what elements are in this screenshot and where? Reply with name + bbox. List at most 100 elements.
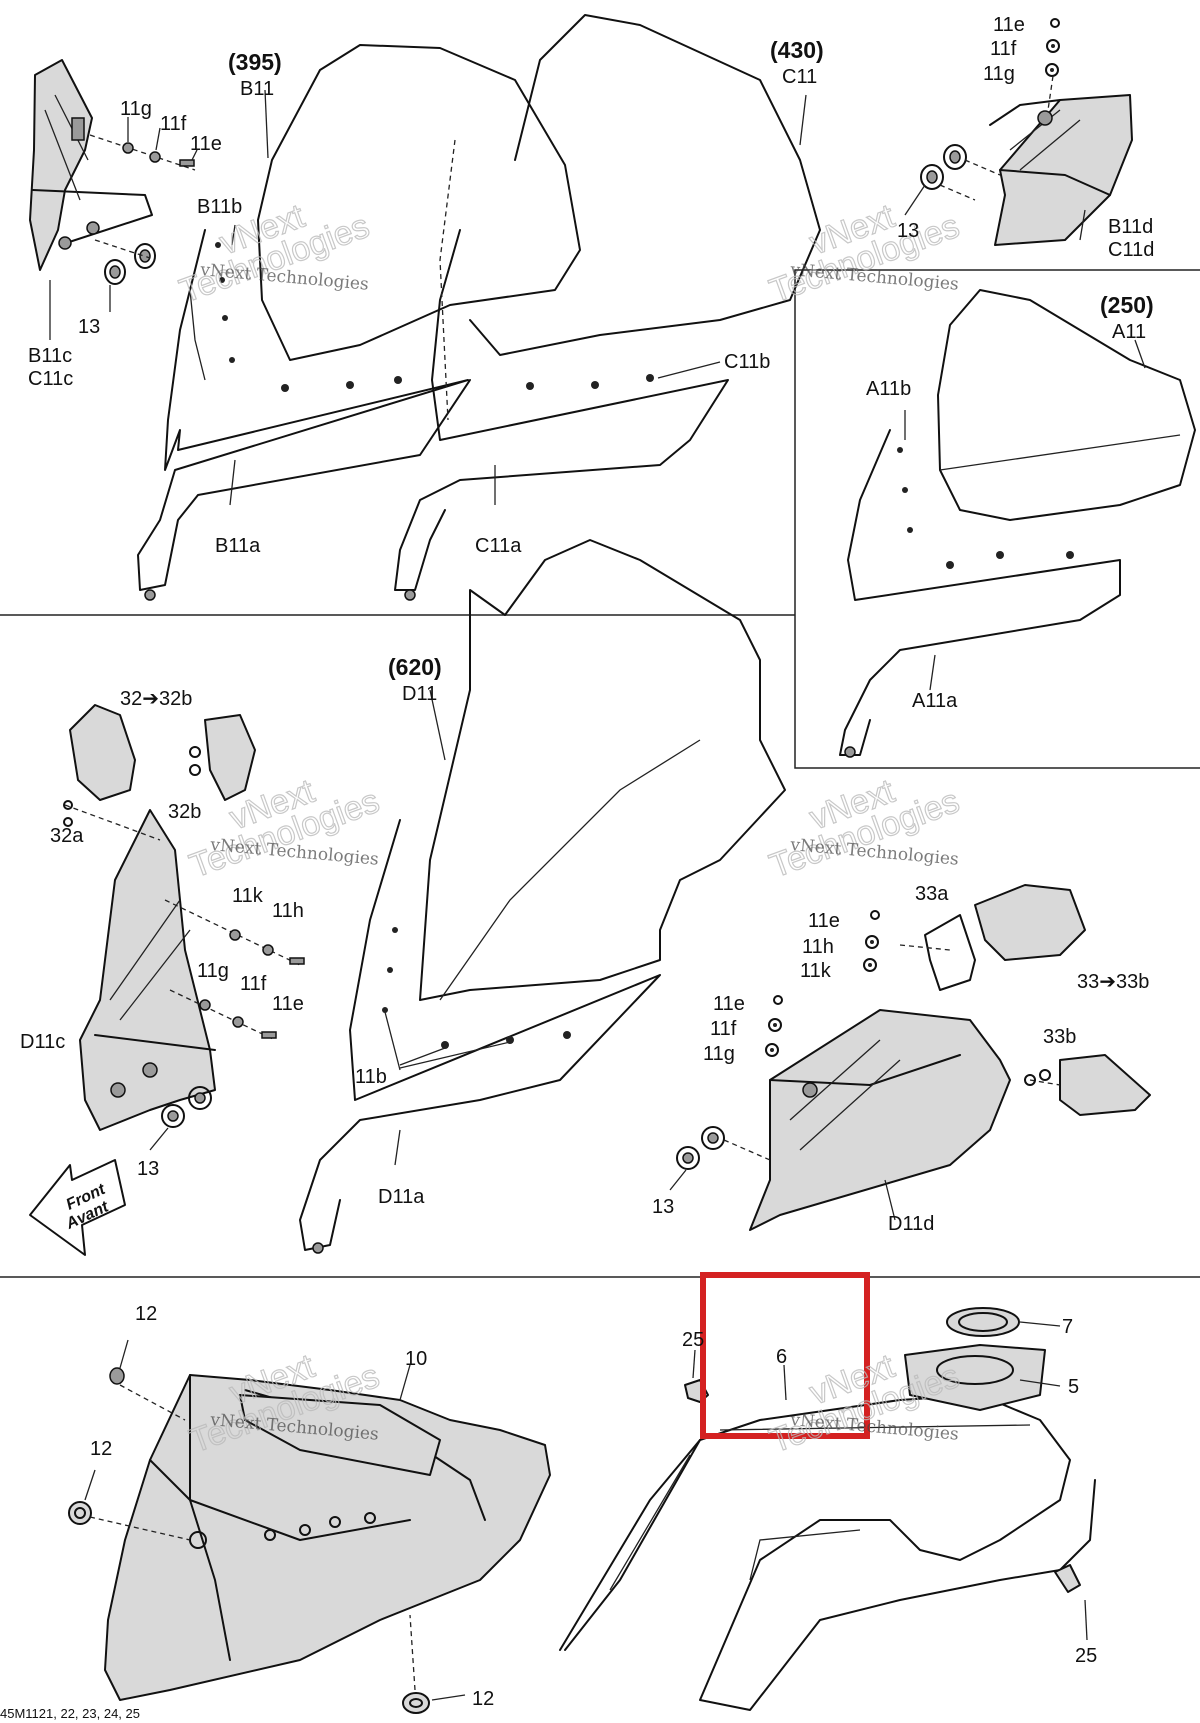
- fastener-holes-a11: [844, 447, 1074, 758]
- mirror-mount-33b: [1059, 1054, 1151, 1116]
- label-d11c: D11c: [20, 1031, 65, 1053]
- bracket-b11c: [29, 59, 153, 271]
- model-part-b11: B11: [240, 78, 274, 100]
- label-tr-b11d: B11d: [1108, 216, 1153, 238]
- label-ml-11h: 11h: [272, 900, 304, 922]
- screws-11-middle-left: [63, 746, 305, 1041]
- label-tl-b11b: B11b: [197, 196, 242, 218]
- mirror-32: [69, 704, 136, 801]
- label-mr-11k: 11k: [800, 960, 832, 982]
- label-a11a: A11a: [912, 690, 958, 712]
- label-11b: 11b: [355, 1066, 387, 1088]
- trim-ring-5: [904, 1344, 1046, 1411]
- label-tr-13: 13: [897, 220, 919, 242]
- windshield-d11: [299, 539, 786, 1251]
- label-7: 7: [1062, 1316, 1073, 1338]
- bracket-d11c: [79, 809, 216, 1131]
- label-tr-11g: 11g: [983, 63, 1015, 85]
- label-a11b: A11b: [866, 378, 911, 400]
- label-d11a: D11a: [378, 1186, 425, 1208]
- label-33a: 33a: [915, 883, 949, 905]
- leader-a11: [1134, 339, 1146, 369]
- label-25-bottom: 25: [1075, 1645, 1097, 1667]
- label-25-top: 25: [682, 1329, 704, 1351]
- label-mr-11f: 11f: [710, 1018, 737, 1040]
- front-console-10: [104, 1374, 551, 1701]
- fastener-holes-top: [144, 242, 721, 601]
- cowl-6: [559, 1394, 1096, 1711]
- leader-d11a: [394, 1129, 401, 1166]
- label-b11a: B11a: [215, 535, 261, 557]
- grommets-13-middle-right: [669, 1126, 771, 1191]
- label-mr-11e-2: 11e: [713, 993, 745, 1015]
- grommets-12: [68, 1339, 466, 1714]
- label-tl-11g: 11g: [120, 98, 152, 120]
- side-panel-d11d: [749, 1009, 1011, 1231]
- callout-labels: 11g 11f 11e B11b 13 B11c C11c B11a C11a …: [20, 14, 1154, 1710]
- label-32b: 32b: [168, 801, 201, 823]
- leader-b11d: [1079, 209, 1086, 241]
- label-32a: 32a: [50, 825, 84, 847]
- leader-10: [399, 1364, 411, 1401]
- leader-b11b: [231, 224, 236, 246]
- label-5: 5: [1068, 1376, 1079, 1398]
- model-part-c11: C11: [782, 66, 817, 88]
- leader-5: [1019, 1379, 1061, 1387]
- label-ml-11f: 11f: [240, 973, 267, 995]
- windshield-a11: [839, 289, 1196, 756]
- highlight-box-part-6: [700, 1272, 870, 1439]
- label-10: 10: [405, 1348, 427, 1370]
- watermarks: vNext Technologies vNext Technologies vN…: [174, 196, 965, 1461]
- label-12-mid: 12: [90, 1438, 112, 1460]
- leader-b11a: [229, 459, 236, 506]
- label-tl-13: 13: [78, 316, 100, 338]
- label-mr-13: 13: [652, 1196, 674, 1218]
- windshield-c11: [394, 14, 821, 591]
- label-tl-c11c: C11c: [28, 368, 73, 390]
- label-12-bottom: 12: [472, 1688, 494, 1710]
- screws-11-top-right: [1045, 18, 1060, 111]
- label-ml-11g: 11g: [197, 960, 229, 982]
- label-tr-11f: 11f: [990, 38, 1017, 60]
- model-code-d11: (620): [388, 654, 442, 680]
- label-ml-11k: 11k: [232, 885, 264, 907]
- model-code-b11: (395): [228, 49, 282, 75]
- side-panel-b11d: [989, 94, 1133, 246]
- leader-d11d: [884, 1179, 896, 1221]
- leader-c11: [799, 94, 807, 146]
- grommets-13-top-left: [94, 239, 156, 312]
- label-mr-11g: 11g: [703, 1043, 735, 1065]
- leader-a11a: [929, 654, 936, 691]
- a11-inset-frame: [794, 269, 1200, 769]
- label-6: 6: [776, 1346, 787, 1368]
- model-part-d11: D11: [402, 683, 437, 705]
- label-33b: 33b: [1043, 1026, 1076, 1048]
- model-code-a11: (250): [1100, 292, 1154, 318]
- label-tl-11e: 11e: [190, 133, 222, 155]
- label-tr-11e: 11e: [993, 14, 1025, 36]
- footer-drawing-code: 45M1121, 22, 23, 24, 25: [0, 1706, 140, 1721]
- leader-d11: [429, 689, 446, 761]
- mirror-33: [924, 884, 1086, 991]
- label-d11d: D11d: [888, 1213, 934, 1235]
- label-mr-11e-1: 11e: [808, 910, 840, 932]
- screws-11-middle-right: [765, 910, 1061, 1086]
- front-arrow: Front Avant: [29, 1159, 126, 1256]
- leader-b11: [264, 89, 269, 159]
- mirror-mount-32b: [204, 714, 256, 801]
- label-12-top: 12: [135, 1303, 157, 1325]
- label-ml-13: 13: [137, 1158, 159, 1180]
- ring-7: [946, 1307, 1061, 1337]
- label-tl-b11c: B11c: [28, 345, 72, 367]
- label-tl-11f: 11f: [160, 113, 187, 135]
- model-code-c11: (430): [770, 37, 824, 63]
- leader-6: [783, 1364, 787, 1401]
- grommets-13-top-right: [904, 144, 1001, 216]
- label-tr-c11d: C11d: [1108, 239, 1154, 261]
- label-33-33b: 33➔33b: [1077, 971, 1149, 993]
- windshield-b11: [137, 44, 581, 591]
- label-c11b: C11b: [724, 351, 770, 373]
- label-ml-11e: 11e: [272, 993, 304, 1015]
- model-part-a11: A11: [1112, 321, 1146, 343]
